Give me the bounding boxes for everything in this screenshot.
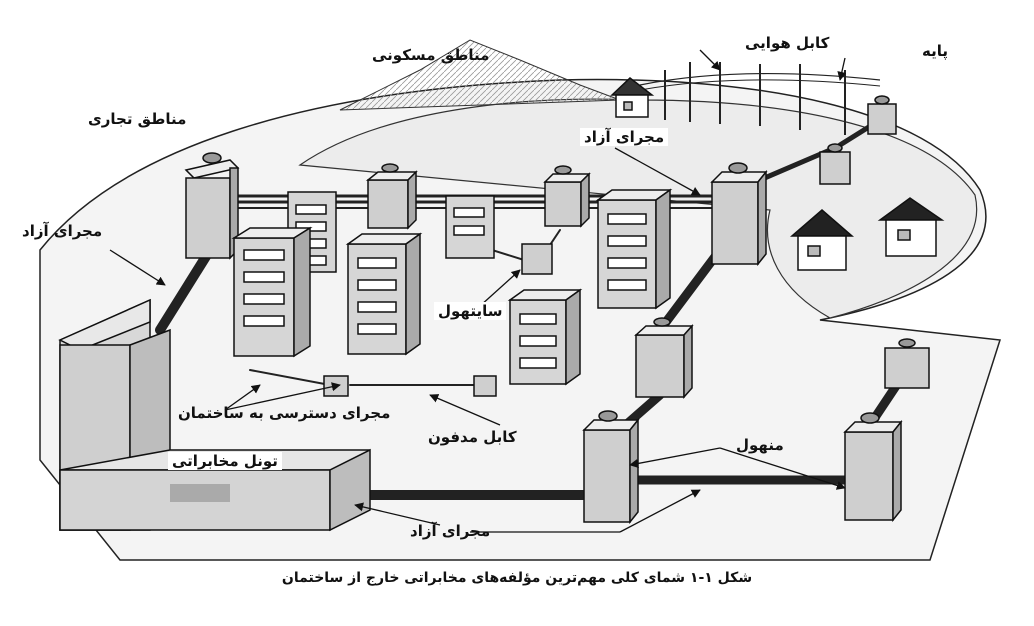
leader-lines [109, 49, 847, 533]
vault-top-center [365, 163, 418, 230]
vault-commercial [184, 152, 240, 260]
label-aerial-cable: کابل هوایی [745, 34, 830, 52]
building-2 [231, 226, 313, 358]
label-residential-areas: مناطق مسکونی [372, 46, 490, 64]
building-3 [345, 232, 423, 356]
label-manhole: منهول [736, 436, 784, 454]
figure-caption: شکل ۱-۱ شمای کلی مهم‌ترین مؤلفه‌های مخاب… [281, 570, 753, 586]
house-top [610, 77, 655, 118]
building-5 [595, 188, 673, 310]
access-box-2 [473, 375, 497, 397]
label-telecom-tunnel: تونل مخابراتی [168, 452, 282, 470]
label-free-duct-top: مجرای آزاد [580, 128, 669, 146]
building-6 [507, 288, 583, 386]
label-pole: پایه [922, 42, 948, 60]
vault-right [710, 162, 768, 267]
vault-residential-2 [867, 95, 897, 135]
label-building-access-duct: مجرای دسترسی به ساختمان [178, 404, 391, 422]
manhole-bottom-center [582, 410, 640, 525]
label-buried-cable: کابل مدفون [428, 428, 517, 446]
label-free-duct-bottom: مجرای آزاد [410, 522, 491, 540]
label-commercial-areas: مناطق تجاری [88, 110, 187, 128]
vault-residential-1 [819, 143, 851, 185]
vault-mid-right [634, 317, 694, 399]
label-free-duct-left: مجرای آزاد [22, 222, 103, 240]
house-right-2 [877, 197, 945, 257]
house-right-1 [789, 209, 855, 271]
site-hole-box [521, 243, 553, 275]
vault-top-right [543, 165, 591, 228]
manhole-bottom-right [843, 412, 903, 523]
vault-far-right [884, 338, 930, 389]
label-site-hole: سایتهول [434, 302, 507, 320]
building-4 [445, 195, 495, 259]
